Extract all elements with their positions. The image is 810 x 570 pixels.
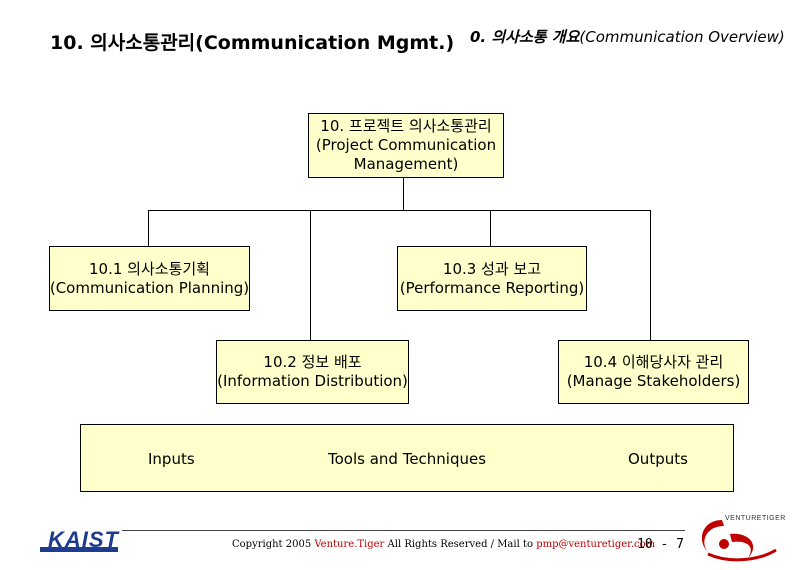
itto-tools-label: Tools and Techniques: [328, 450, 487, 468]
itto-outputs-label: Outputs: [628, 450, 688, 468]
process-box-10-1: 10.1 의사소통기획 (Communication Planning): [49, 246, 250, 311]
page-number: 10 - 7: [637, 537, 684, 552]
process-10-2-english: (Information Distribution): [217, 372, 408, 390]
connector-10-1: [148, 210, 149, 246]
root-line-2: (Project Communication: [315, 136, 497, 154]
email-link[interactable]: pmp@venturetiger.com: [536, 539, 656, 550]
brand-name: Venture.Tiger: [314, 539, 385, 550]
process-10-4-title: 10.4 이해당사자 관리: [583, 353, 724, 371]
subtitle-korean: 0. 의사소통 개요: [470, 28, 580, 46]
process-10-3-english: (Performance Reporting): [399, 278, 585, 297]
process-10-1-english: (Communication Planning): [49, 278, 250, 297]
process-box-10-4: 10.4 이해당사자 관리 (Manage Stakeholders): [558, 340, 749, 404]
venturetiger-swoosh-icon: [701, 520, 777, 562]
venturetiger-logo-text: VENTURETIGER: [725, 515, 786, 522]
process-box-10-3: 10.3 성과 보고 (Performance Reporting): [397, 246, 587, 311]
process-10-2-title: 10.2 정보 배포: [263, 353, 362, 371]
page-subtitle: 0. 의사소통 개요(Communication Overview): [470, 26, 785, 47]
copyright-text: Copyright 2005 Venture.Tiger All Rights …: [232, 539, 655, 550]
root-line-3: Management): [353, 155, 459, 173]
copyright-middle: All Rights Reserved / Mail to: [384, 539, 537, 550]
footer-divider: [122, 530, 685, 531]
process-10-4-english: (Manage Stakeholders): [566, 372, 741, 390]
itto-box: Inputs Tools and Techniques Outputs: [80, 424, 734, 492]
connector-10-3: [490, 210, 491, 246]
itto-inputs-label: Inputs: [148, 450, 195, 468]
copyright-prefix: Copyright 2005: [232, 539, 315, 550]
page-title: 10. 의사소통관리(Communication Mgmt.): [50, 32, 455, 54]
connector-10-2: [310, 210, 311, 340]
process-10-1-title: 10.1 의사소통기획: [89, 259, 210, 278]
connector-horizontal-bar: [148, 210, 650, 211]
connector-root-down: [403, 178, 404, 210]
connector-10-4: [650, 210, 651, 340]
process-box-10-2: 10.2 정보 배포 (Information Distribution): [216, 340, 409, 404]
root-process-box: 10. 프로젝트 의사소통관리 (Project Communication M…: [308, 113, 504, 178]
kaist-logo-bar: [40, 547, 118, 552]
subtitle-english: (Communication Overview): [579, 28, 785, 46]
root-line-1: 10. 프로젝트 의사소통관리: [320, 117, 492, 135]
process-10-3-title: 10.3 성과 보고: [442, 259, 542, 278]
